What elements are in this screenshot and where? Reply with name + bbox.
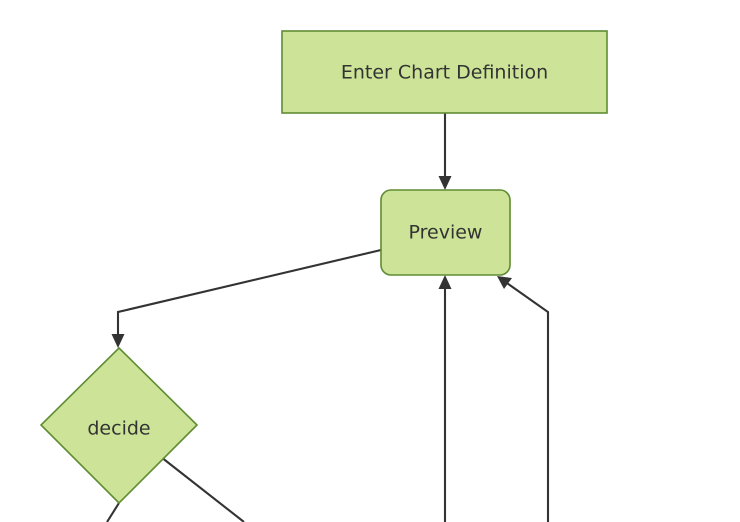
edge-bottom-center-to-preview — [438, 275, 452, 522]
edge-enter-to-preview — [438, 113, 452, 190]
edge-decide-right-out — [160, 456, 245, 522]
edge-decide-right-out-line — [160, 456, 245, 522]
node-enter-chart-definition[interactable]: Enter Chart Definition — [281, 30, 608, 114]
edge-preview-to-decide-arrowhead — [111, 334, 125, 348]
node-preview-label: Preview — [409, 222, 483, 244]
node-enter-chart-definition-shape[interactable] — [281, 30, 608, 114]
edge-bottom-right-to-preview — [497, 276, 550, 522]
edge-bottom-center-to-preview-arrowhead — [438, 275, 452, 289]
edge-decide-bottom-out-line — [106, 502, 120, 522]
edge-preview-to-decide-line — [116, 248, 382, 340]
node-preview-shape[interactable] — [380, 189, 511, 276]
node-preview[interactable]: Preview — [380, 189, 511, 276]
node-decide[interactable]: decide — [39, 346, 199, 505]
node-decide-shape[interactable] — [39, 346, 199, 505]
edge-enter-to-preview-arrowhead — [438, 176, 452, 190]
edge-bottom-right-to-preview-arrowhead — [497, 276, 512, 289]
edge-bottom-right-to-preview-line — [503, 280, 550, 522]
edge-preview-to-decide — [111, 248, 382, 348]
node-enter-chart-definition-label: Enter Chart Definition — [341, 62, 548, 84]
edge-decide-bottom-out — [106, 502, 120, 522]
node-decide-label: decide — [87, 418, 150, 440]
